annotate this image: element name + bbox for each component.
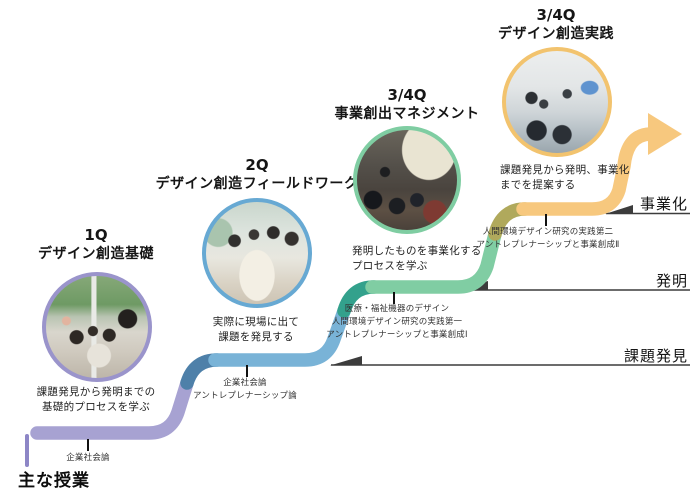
- course-item: 人間環境デザイン研究の実践第二: [482, 227, 614, 237]
- stage-3-description: 発明したものを事業化する プロセスを学ぶ: [352, 245, 482, 273]
- course-item: 人間環境デザイン研究の実践第一: [331, 316, 463, 327]
- milestone-label-jigyoka: 事業化: [639, 195, 688, 213]
- milestone-arrow-icon: [605, 205, 633, 214]
- course-item: 医療・福祉機器のデザイン: [344, 304, 450, 314]
- course-item: 企業社会論: [223, 378, 267, 388]
- stage-1-courses: 企業社会論: [28, 452, 148, 465]
- stage-3-courses: 医療・福祉機器のデザイン 人間環境デザイン研究の実践第一 アントレプレナーシップ…: [297, 303, 497, 341]
- flow-segment-4q: [516, 127, 657, 216]
- stage-4-description: 課題発見から発明、事業化 までを提案する: [500, 164, 630, 192]
- stage-4-quarter: 3/4Q: [536, 6, 576, 24]
- stage-4-title: 3/4Q デザイン創造実践: [456, 6, 656, 43]
- stage-4-courses: 人間環境デザイン研究の実践第二 アントレプレナーシップと事業創成Ⅱ: [448, 226, 648, 252]
- stage-4-name: デザイン創造実践: [498, 26, 614, 42]
- stage-1-name: デザイン創造基礎: [38, 246, 154, 262]
- outdoor-workshop-photo: [42, 272, 152, 382]
- hospital-fieldwork-photo: [202, 198, 312, 308]
- milestone-label-hatsumei: 発明: [655, 272, 688, 290]
- course-item: アントレプレナーシップ論: [193, 390, 297, 401]
- stage-2-description: 実際に現場に出て 課題を発見する: [212, 316, 300, 344]
- stage-3-title: 3/4Q 事業創出マネジメント: [307, 86, 507, 123]
- stage-3-name: 事業創出マネジメント: [334, 106, 480, 122]
- lecture-hall-photo: [353, 126, 461, 234]
- presentation-room-photo: [502, 47, 612, 157]
- milestone-line-kadai-hakken: [330, 356, 690, 366]
- stage-2-quarter: 2Q: [245, 156, 269, 174]
- flow-segment-1q: [30, 376, 194, 440]
- course-item: アントレプレナーシップと事業創成Ⅱ: [476, 239, 620, 250]
- stage-1-description: 課題発見から発明までの 基礎的プロセスを学ぶ: [36, 386, 156, 414]
- course-tick: [393, 292, 395, 304]
- stage-2-courses: 企業社会論 アントレプレナーシップ論: [165, 377, 325, 403]
- flow-segment-2q: [208, 304, 351, 367]
- course-tick: [545, 214, 547, 226]
- stage-2-name: デザイン創造フィールドワーク: [155, 176, 359, 192]
- course-tick: [87, 439, 89, 451]
- stage-3-quarter: 3/4Q: [387, 86, 427, 104]
- course-tick: [246, 365, 248, 377]
- course-item: 企業社会論: [66, 453, 110, 463]
- stage-1-title: 1Q デザイン創造基礎: [6, 226, 186, 263]
- main-courses-label: 主な授業: [18, 471, 90, 491]
- flow-segment-3q: [365, 227, 502, 294]
- flow-arrowhead-icon: [648, 113, 682, 155]
- stage-2-title: 2Q デザイン創造フィールドワーク: [147, 156, 367, 193]
- stage-1-quarter: 1Q: [84, 226, 108, 244]
- milestone-line-jigyoka: [605, 205, 690, 215]
- course-item: アントレプレナーシップと事業創成Ⅰ: [326, 329, 468, 340]
- milestone-label-kadai-hakken: 課題発見: [623, 347, 688, 365]
- milestone-arrow-icon: [330, 356, 362, 366]
